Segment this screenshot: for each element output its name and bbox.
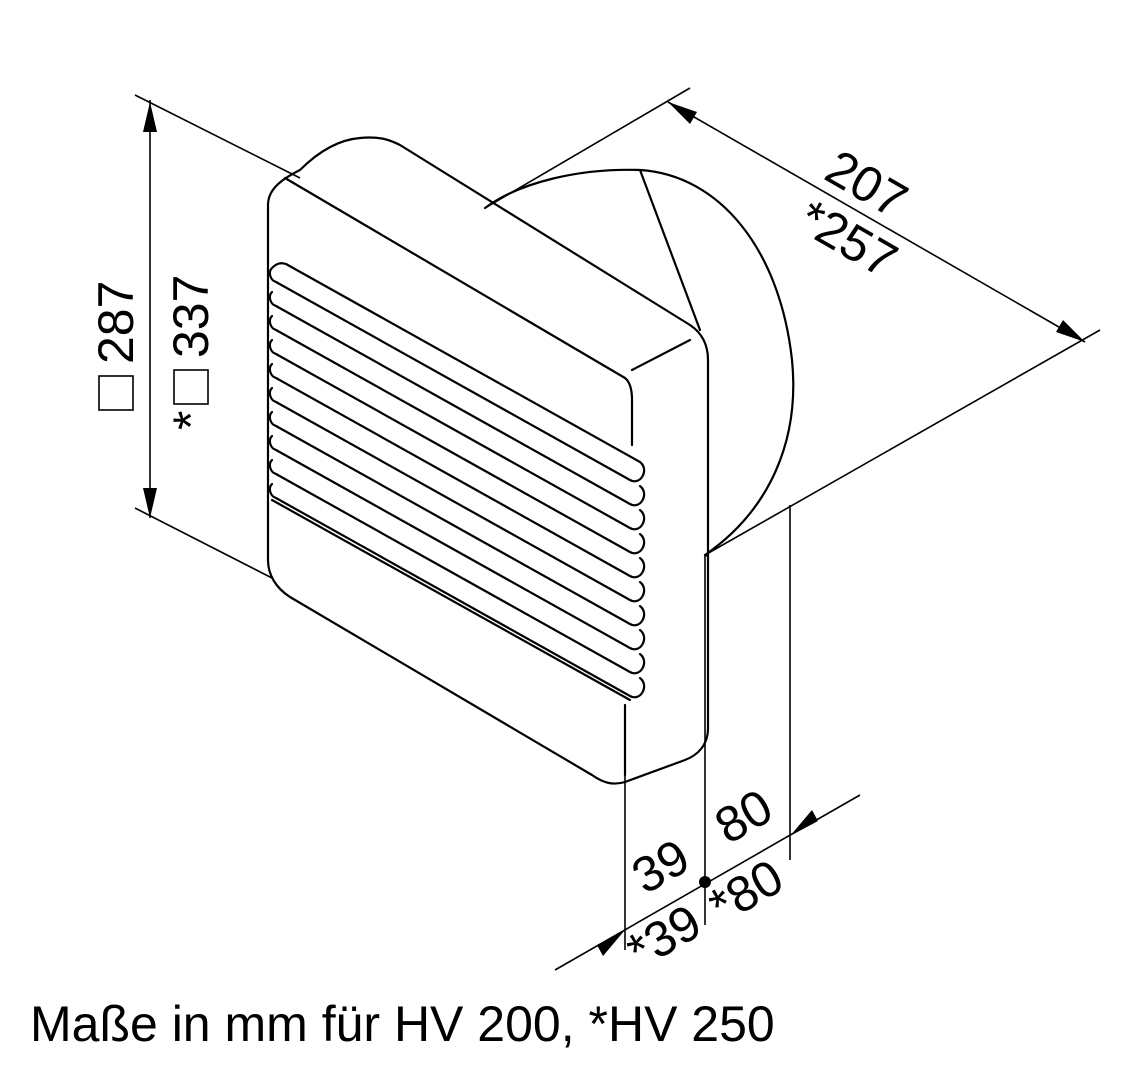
height-arrow-top: [143, 102, 157, 132]
height-arrow-bottom: [143, 488, 157, 518]
square-symbol-alt-icon: [173, 369, 209, 405]
depth-arrow-right: [1056, 320, 1085, 342]
bottom-arrow-left: [597, 930, 625, 956]
depth-dim-line: [667, 101, 1086, 343]
front-panel: [266, 136, 710, 785]
height-ext-bottom: [134, 507, 273, 579]
depth-arrow-left: [668, 102, 697, 124]
caption: Maße in mm für HV 200, *HV 250: [30, 996, 775, 1052]
front-depth-alt-label: *39: [618, 893, 711, 979]
height-alt-label: 337: [163, 275, 219, 358]
height-label-group: 287: [88, 281, 144, 411]
height-alt-star: *: [163, 411, 219, 430]
depth-ext-right: [704, 329, 1101, 556]
height-ext-top: [134, 94, 301, 179]
rear-depth-label: 80: [706, 778, 782, 854]
height-alt-label-group: * 337: [163, 275, 219, 430]
top-edge-line: [630, 338, 692, 372]
height-label: 287: [88, 281, 144, 364]
front-face-edge: [283, 176, 634, 447]
dim-midpoint-dot: [699, 876, 711, 888]
depth-ext-left: [484, 87, 691, 209]
rear-depth-alt-label: *80: [700, 848, 793, 934]
louvre-group: [268, 262, 646, 702]
square-symbol-icon: [98, 375, 134, 411]
bottom-arrow-right: [790, 810, 818, 836]
front-depth-label: 39: [623, 828, 699, 904]
